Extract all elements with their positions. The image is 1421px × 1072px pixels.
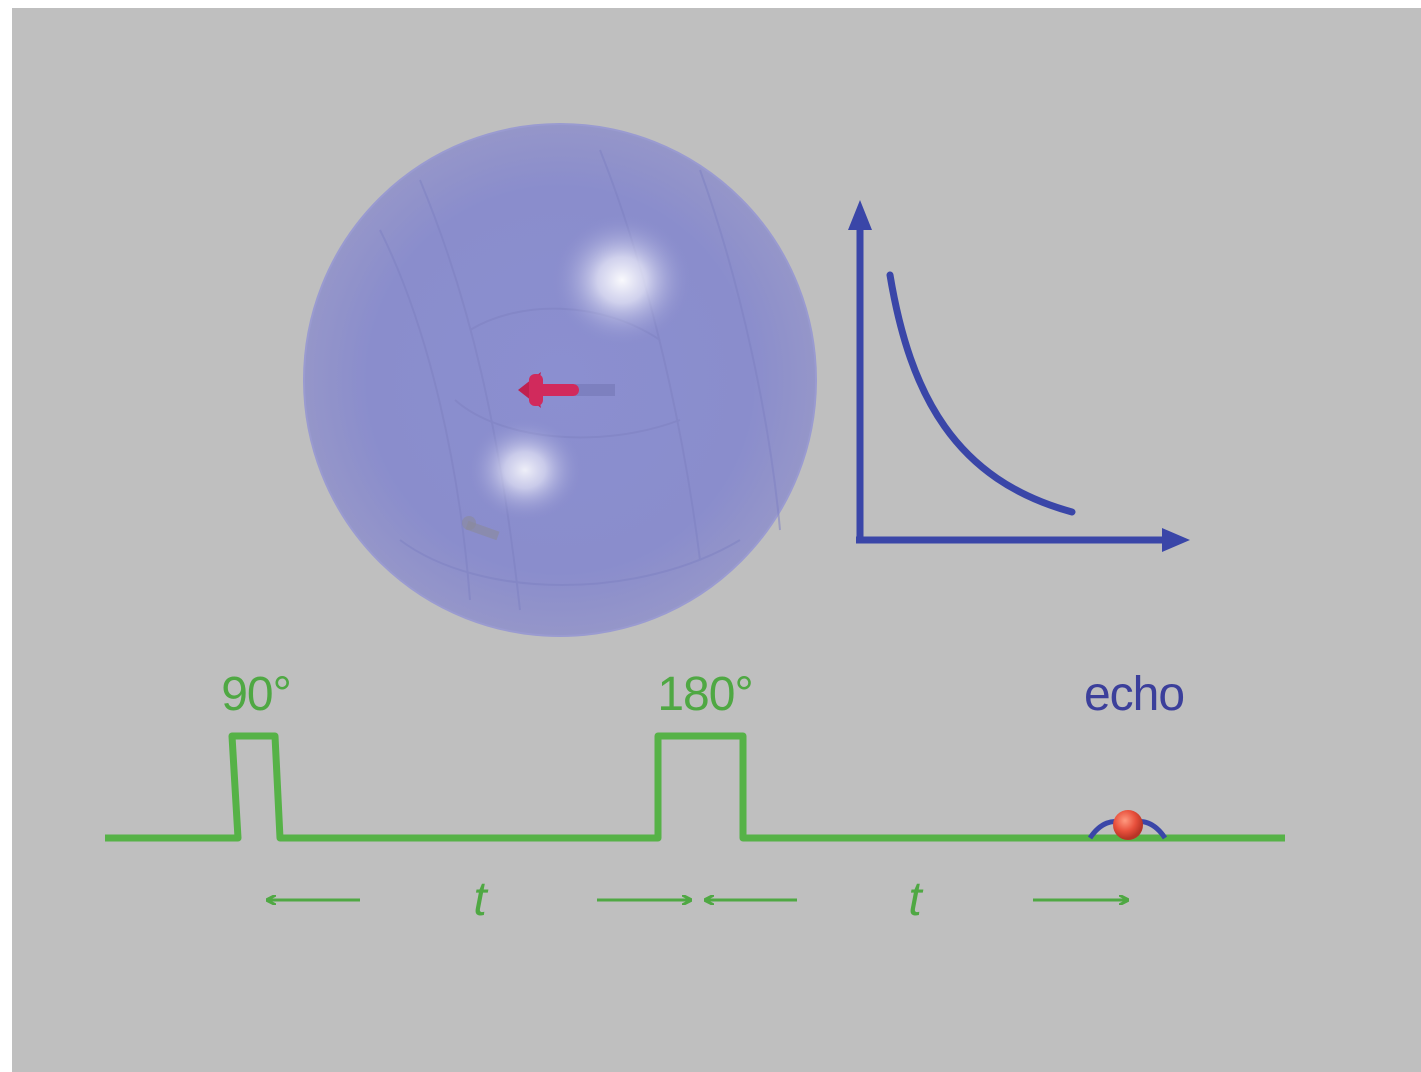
interval-label-2: t — [908, 873, 923, 926]
decay-curve-icon — [848, 200, 1190, 552]
bloch-sphere-icon — [303, 123, 817, 637]
echo-label: echo — [1084, 668, 1184, 721]
sphere-highlight-lower — [467, 418, 583, 522]
pulse-label-180: 180° — [657, 668, 752, 721]
decay-curve — [886, 271, 1076, 516]
echo-marker-icon — [1087, 810, 1168, 840]
interval-label-1: t — [473, 873, 488, 926]
magnetization-arrow-icon — [518, 372, 579, 408]
pulse-label-90: 90° — [221, 668, 291, 721]
sphere-highlight-upper — [552, 214, 692, 346]
pulse-sequence-line — [105, 732, 1285, 842]
